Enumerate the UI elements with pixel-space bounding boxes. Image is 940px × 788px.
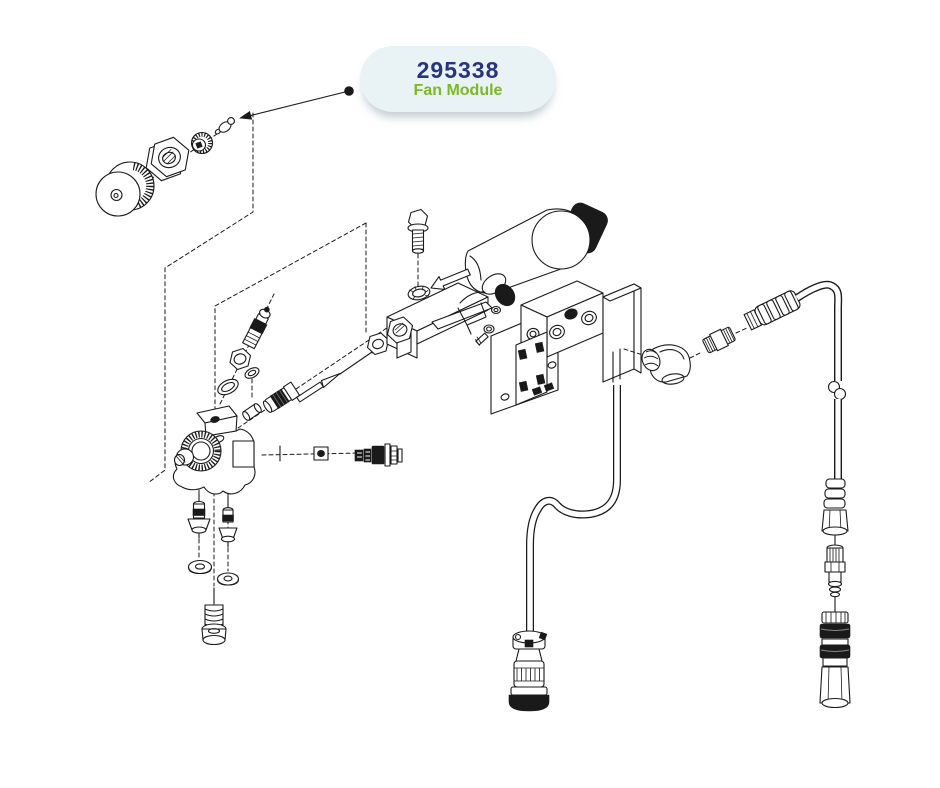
air-hose [794,280,847,479]
check-valve-right [218,495,238,548]
actuator-cylinder [464,208,591,294]
fan-adjust-knob [95,161,155,217]
hose-nipple [702,326,736,354]
spacer-block [602,283,642,383]
valve-cartridge [242,306,271,350]
housing-o-ring [217,378,239,396]
needle-packing [242,403,262,421]
swivel-fitting [262,381,301,413]
hose-coupler [821,478,849,547]
inlet-fitting [354,443,403,467]
needle [296,349,375,403]
clamp-ring [431,273,516,335]
washer-left [187,559,213,575]
solenoid-block [515,331,555,406]
valve-stem [214,117,235,135]
washer-right [216,572,240,586]
cable-connector [508,630,550,712]
hose-spring-guard [743,290,801,331]
direction-arrow [430,268,471,290]
fan-module-body [386,202,642,415]
retainer-nut [190,131,214,155]
part-callout[interactable]: 295338 Fan Module [360,46,556,112]
fan-adjust-knob-assembly [95,117,237,217]
quick-disconnect [819,544,851,709]
cable [526,385,621,632]
seal-carrier [313,446,329,461]
elbow-fitting [641,344,691,385]
spring-bolt [201,587,227,646]
needle-hex-fitting [366,332,390,356]
check-valve-left [187,493,211,539]
fluid-housing [172,405,256,495]
part-name: Fan Module [413,82,503,100]
needle-lock-nut [386,316,414,344]
clamp-screws [475,305,502,346]
hose-axis [623,327,748,359]
housing-nut [229,347,252,371]
part-number: 295338 [416,57,500,84]
callout-leader-arrow [239,86,354,120]
lock-nut [145,136,190,182]
packing-o-ring [244,367,260,379]
construction-lines [147,112,367,484]
mount-bolt [407,208,431,301]
